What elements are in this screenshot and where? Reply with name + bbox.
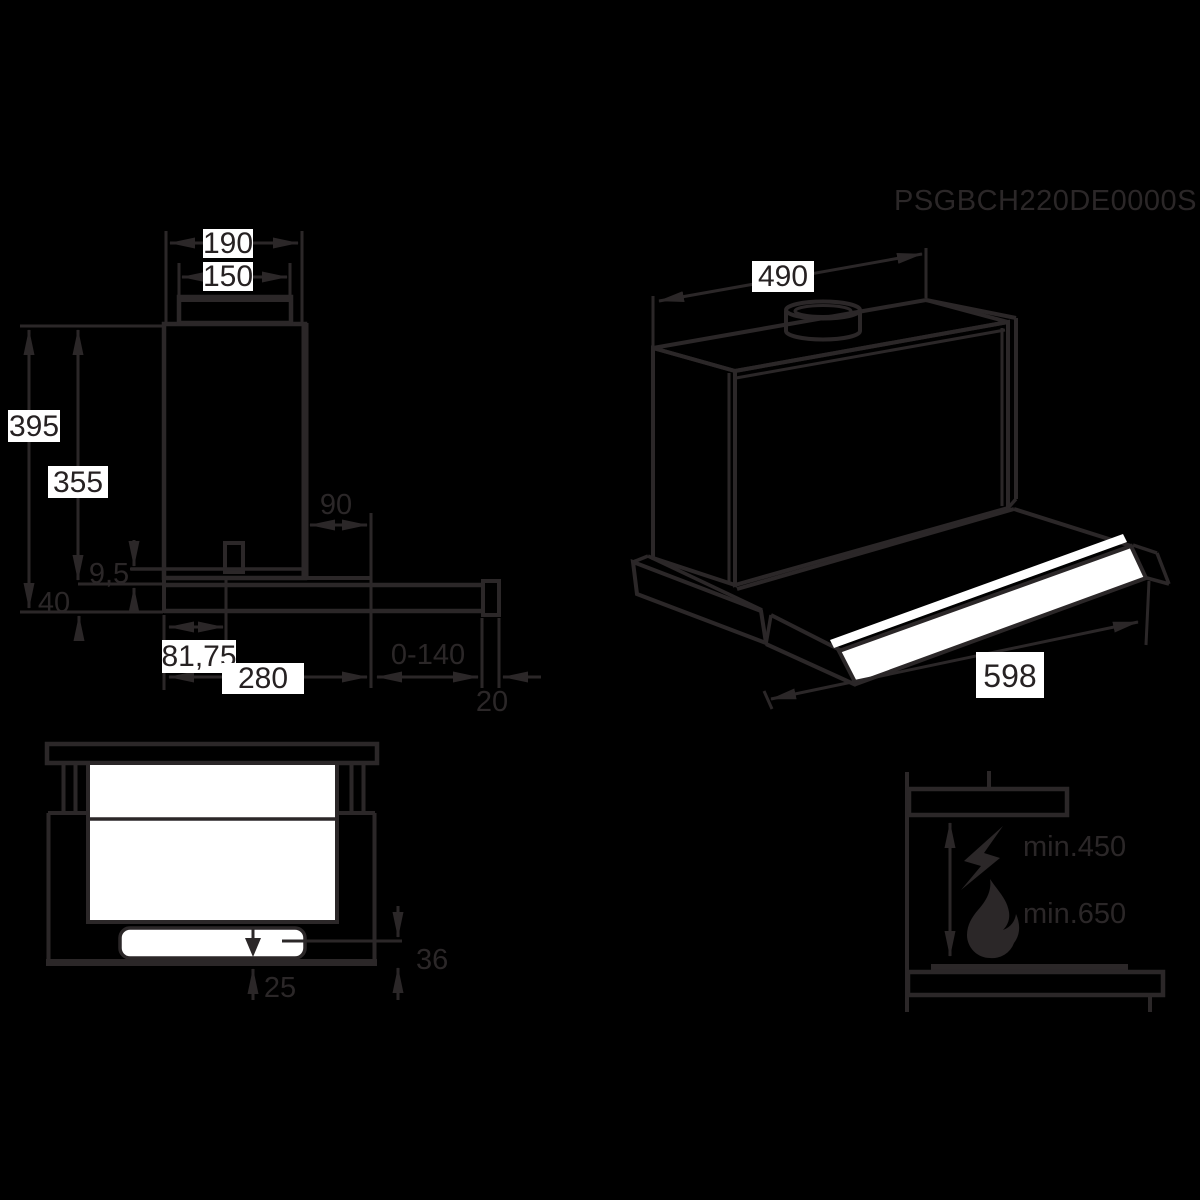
model-code: PSGBCH220DE0000S — [894, 185, 1197, 217]
dim-label-25: 25 — [264, 972, 296, 1004]
svg-text:490: 490 — [758, 260, 808, 293]
dim-label-81-75: 81,75 — [161, 640, 237, 673]
hood-bottom-bar — [906, 786, 1070, 818]
dim-label-355: 355 — [48, 466, 108, 499]
pullout-drawer — [736, 507, 1171, 687]
front-view-dimensions: 36 25 — [245, 906, 448, 1004]
front-view-outline — [44, 741, 380, 966]
cooktop-bar — [931, 964, 1128, 972]
front-view: 36 25 — [44, 741, 448, 1004]
side-view-labels: 190 150 395 355 81,75 280 90 — [8, 227, 508, 718]
gas-clearance-label: min.650 — [1023, 898, 1126, 930]
cabinet-shelf — [44, 741, 380, 766]
dim-label-40: 40 — [38, 587, 70, 619]
svg-text:150: 150 — [203, 260, 253, 293]
side-view: 190 150 395 355 81,75 280 90 — [8, 227, 541, 718]
electric-clearance-label: min.450 — [1023, 831, 1126, 863]
svg-text:598: 598 — [983, 658, 1036, 694]
dim-label-36: 36 — [416, 944, 448, 976]
flame-icon — [967, 879, 1020, 959]
dim-label-20: 20 — [476, 686, 508, 718]
switch-detail — [223, 541, 245, 574]
dim-label-280: 280 — [222, 662, 304, 695]
clearance-outline — [905, 771, 1166, 1012]
front-panel — [86, 761, 339, 924]
dim-label-9-5: 9,5 — [89, 558, 129, 590]
lightning-icon — [961, 826, 1003, 890]
counter-bar — [905, 969, 1166, 998]
visor-slot — [118, 926, 307, 960]
clearance-diagram: min.450 min.650 — [905, 771, 1166, 1012]
visor-strip-thin — [830, 534, 1127, 648]
handle-cap — [481, 579, 501, 617]
base-chassis — [630, 554, 769, 647]
svg-text:395: 395 — [9, 410, 59, 443]
dim-label-150: 150 — [203, 260, 253, 293]
dim-label-395: 395 — [8, 410, 60, 443]
svg-text:280: 280 — [238, 662, 288, 695]
svg-text:190: 190 — [203, 227, 253, 260]
perspective-dimensions: 490 598 — [651, 248, 1151, 710]
dim-label-490: 490 — [752, 260, 814, 293]
dim-label-190: 190 — [203, 227, 253, 260]
dim-label-598: 598 — [976, 652, 1044, 698]
dim-label-0-140: 0-140 — [391, 639, 465, 671]
perspective-view: 490 598 — [630, 248, 1171, 710]
side-view-dimensions — [20, 231, 541, 690]
svg-text:355: 355 — [53, 466, 103, 499]
duct-spigot — [784, 299, 862, 342]
hood-box — [651, 297, 1018, 588]
dim-label-90: 90 — [320, 489, 352, 521]
side-view-outline — [131, 294, 501, 617]
